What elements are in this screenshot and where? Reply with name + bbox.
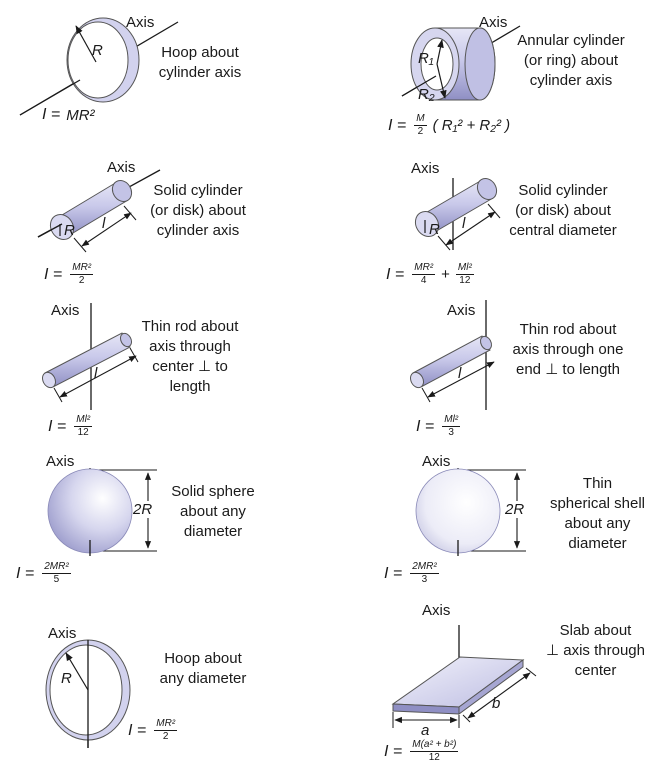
formula-lhs: I = — [384, 564, 403, 582]
rod-end-drawing — [410, 300, 495, 410]
axis-label: Axis — [411, 160, 440, 177]
fraction-numerator: MR² — [154, 718, 178, 731]
formula-lhs: I = — [128, 721, 147, 739]
axis-label: Axis — [447, 302, 476, 319]
radius-symbol: R — [61, 670, 72, 687]
fraction-numerator: Ml² — [74, 414, 93, 427]
spherical-shell-drawing — [415, 468, 526, 556]
formula-fraction: MR² 2 — [70, 262, 94, 287]
hoop-cylinder-axis-drawing — [19, 17, 179, 116]
formula-lhs: I = — [386, 265, 405, 283]
annular-cylinder-label: Annular cylinder (or ring) about cylinde… — [517, 32, 625, 89]
formula-lhs: I = — [384, 742, 403, 760]
fraction-numerator: 2MR² — [410, 561, 439, 574]
length-symbol: l — [458, 365, 462, 382]
rod-end-label: Thin rod about axis through one end ⊥ to… — [512, 321, 624, 378]
formula-expression: MR² — [66, 106, 95, 124]
fraction-numerator: Ml² — [442, 414, 461, 427]
formula-lhs: I = — [16, 564, 35, 582]
formula-fraction: M(a² + b²) 12 — [410, 739, 459, 764]
outer-radius-symbol: R₂ — [418, 86, 435, 103]
annular-cylinder-formula: I = M 2 ( R₁² + R₂² ) — [388, 113, 510, 138]
slab-label: Slab about ⊥ axis through center — [546, 622, 645, 679]
formula-fraction: 2MR² 3 — [410, 561, 439, 586]
axis-label: Axis — [51, 302, 80, 319]
formula-fraction: Ml² 12 — [74, 414, 93, 439]
axis-label: Axis — [107, 159, 136, 176]
fraction-denominator: 2 — [417, 126, 424, 137]
formula-lhs: I = — [44, 265, 63, 283]
axis-label: Axis — [48, 625, 77, 642]
axis-label: Axis — [422, 453, 451, 470]
radius-symbol: R — [429, 221, 440, 238]
fraction-denominator: 3 — [448, 427, 454, 438]
formula-fraction: MR² 4 — [412, 262, 436, 287]
formula-lhs: I = — [42, 106, 61, 123]
solid-cylinder-axis-label: Solid cylinder (or disk) about cylinder … — [150, 182, 246, 239]
formula-lhs: I = — [388, 116, 407, 134]
fraction-numerator: M(a² + b²) — [410, 739, 459, 752]
side-b-symbol: b — [492, 695, 501, 712]
length-symbol: l — [94, 365, 98, 382]
solid-cylinder-axis-drawing — [37, 169, 161, 253]
length-symbol: l — [102, 215, 106, 232]
fraction-numerator: Ml² — [455, 262, 474, 275]
rod-center-label: Thin rod about axis through center ⊥ to … — [141, 318, 239, 395]
hoop-cylinder-axis-label: Hoop about cylinder axis — [158, 44, 242, 81]
formula-fraction: MR² 2 — [154, 718, 178, 743]
formula-plus: + — [441, 266, 450, 283]
diameter-symbol: 2R — [133, 501, 153, 518]
annular-cylinder-drawing — [401, 25, 521, 101]
axis-label: Axis — [479, 14, 508, 31]
formula-lhs: I = — [48, 417, 67, 435]
solid-cylinder-diameter-formula: I = MR² 4 + Ml² 12 — [386, 262, 476, 287]
length-symbol: l — [462, 215, 466, 232]
solid-cylinder-diameter-drawing — [414, 177, 501, 251]
side-a-symbol: a — [421, 722, 430, 739]
fraction-numerator: 2MR² — [42, 561, 71, 574]
solid-sphere-label: Solid sphere about any diameter — [171, 483, 255, 540]
rod-end-formula: I = Ml² 3 — [416, 414, 462, 439]
rod-center-formula: I = Ml² 12 — [48, 414, 94, 439]
hoop-cylinder-axis-formula: I = MR² — [42, 106, 95, 124]
formula-fraction: Ml² 3 — [442, 414, 461, 439]
axis-label: Axis — [46, 453, 75, 470]
fraction-denominator: 3 — [421, 574, 428, 585]
fraction-denominator: 2 — [162, 731, 169, 742]
hoop-diameter-drawing — [45, 639, 131, 748]
fraction-denominator: 12 — [459, 275, 471, 286]
radius-symbol: R — [92, 42, 103, 59]
formula-tail: ( R₁² + R₂² ) — [432, 117, 511, 134]
fraction-numerator: MR² — [70, 262, 94, 275]
fraction-numerator: MR² — [412, 262, 436, 275]
fraction-numerator: M — [414, 113, 427, 126]
slab-drawing — [391, 625, 537, 728]
fraction-denominator: 5 — [53, 574, 60, 585]
fraction-denominator: 4 — [420, 275, 427, 286]
axis-label: Axis — [126, 14, 155, 31]
hoop-diameter-label: Hoop about any diameter — [159, 650, 247, 687]
formula-lhs: I = — [416, 417, 435, 435]
solid-cylinder-diameter-label: Solid cylinder (or disk) about central d… — [509, 182, 617, 239]
hoop-diameter-formula: I = MR² 2 — [128, 718, 179, 743]
fraction-denominator: 12 — [428, 752, 440, 763]
rod-center-drawing — [42, 303, 139, 410]
spherical-shell-formula: I = 2MR² 3 — [384, 561, 441, 586]
fraction-denominator: 2 — [78, 275, 85, 286]
formula-fraction: Ml² 12 — [455, 262, 474, 287]
inner-radius-symbol: R₁ — [418, 50, 434, 67]
solid-cylinder-axis-formula: I = MR² 2 — [44, 262, 95, 287]
diameter-symbol: 2R — [505, 501, 525, 518]
axis-label: Axis — [422, 602, 451, 619]
slab-formula: I = M(a² + b²) 12 — [384, 739, 460, 764]
radius-symbol: R — [64, 222, 75, 239]
fraction-denominator: 12 — [77, 427, 89, 438]
formula-fraction: M 2 — [414, 113, 427, 138]
solid-sphere-formula: I = 2MR² 5 — [16, 561, 73, 586]
spherical-shell-label: Thin spherical shell about any diameter — [549, 475, 646, 552]
formula-fraction: 2MR² 5 — [42, 561, 71, 586]
